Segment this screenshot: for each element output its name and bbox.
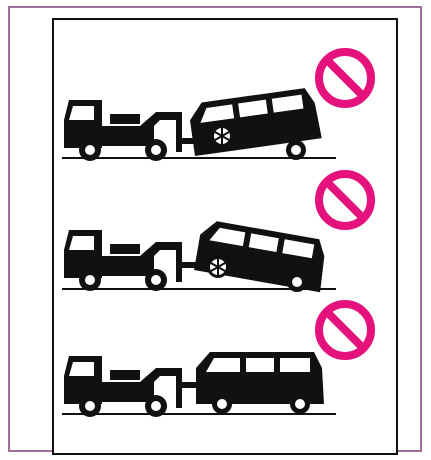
dolly-wheel	[207, 256, 229, 278]
tow-truck	[64, 356, 182, 417]
no-symbol-icon	[319, 52, 371, 104]
panel-2	[62, 174, 371, 292]
panel-3	[62, 304, 371, 417]
no-symbol-icon	[319, 174, 371, 226]
no-symbol-icon	[319, 304, 371, 356]
dolly-wheel	[211, 125, 233, 147]
towed-van	[194, 219, 329, 292]
tow-truck	[64, 100, 182, 161]
panel-1	[62, 52, 371, 161]
tow-truck	[64, 230, 182, 291]
